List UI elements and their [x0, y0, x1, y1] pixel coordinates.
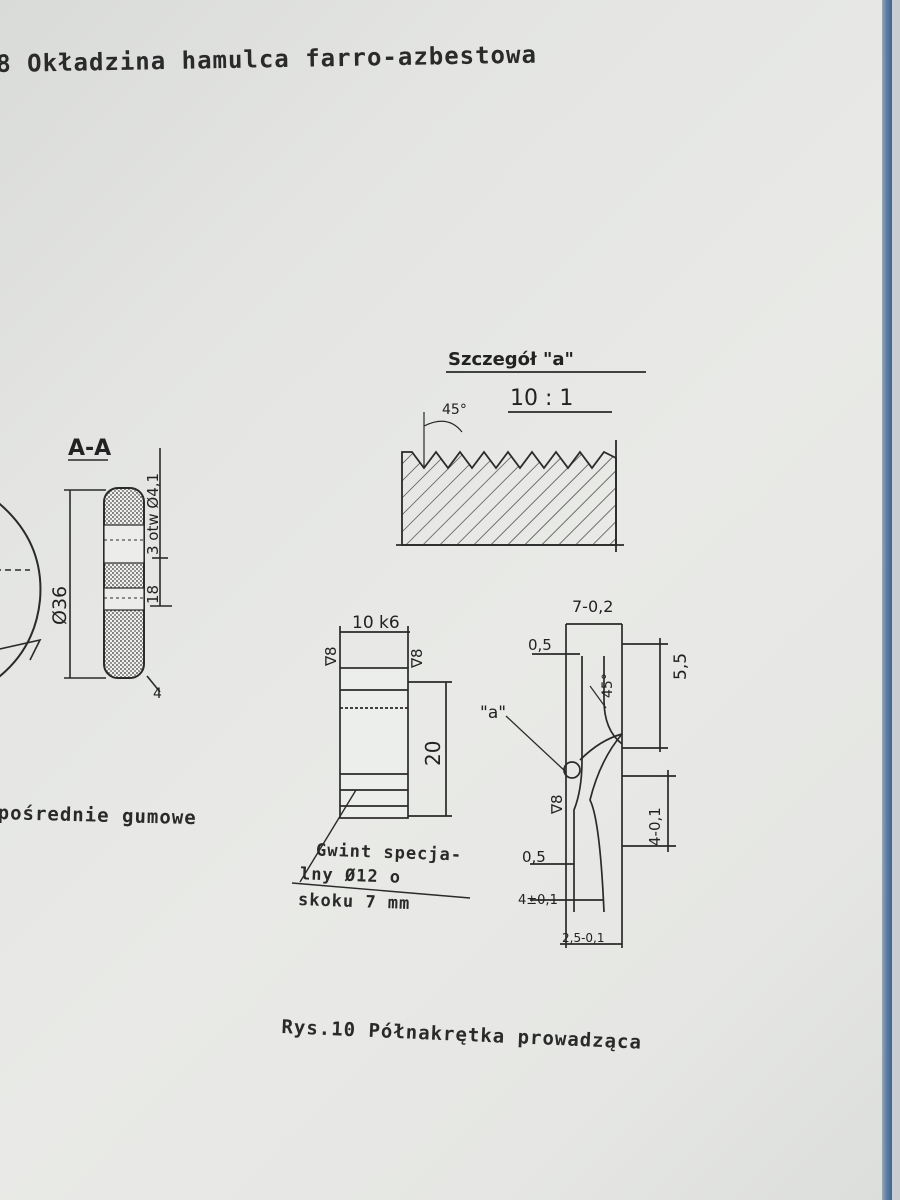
half-nut-view [291, 626, 471, 899]
half-nut-profile [505, 623, 676, 948]
detail-angle: 45° [442, 402, 467, 418]
dim-top: 7-0,2 [572, 597, 613, 616]
thread-note-line2: lny Ø12 o [299, 864, 402, 888]
detail-scale: 10 : 1 [510, 386, 573, 411]
dim-05-top: 0,5 [528, 636, 552, 654]
dim-height: 20 [421, 741, 445, 766]
dim-width: 10 k6 [352, 613, 400, 633]
dim-left-rough: ∇8 [322, 646, 340, 667]
dim-rough: ∇8 [548, 794, 566, 815]
detail-title: Szczegół "a" [448, 349, 574, 370]
dim-45: 45° [600, 673, 616, 698]
dim-small: 18 [144, 585, 162, 604]
dim-25: 2,5-0,1 [562, 931, 605, 945]
section-label: A-A [68, 436, 111, 461]
dim-diameter-36: Ø36 [49, 586, 71, 625]
dim-40: 4-0,1 [646, 807, 664, 846]
dim-bottom: 4 [153, 686, 162, 702]
label-a: "a" [480, 703, 506, 723]
dim-diameter-41: 3 otw Ø4,1 [144, 473, 162, 555]
thread-profile [396, 412, 624, 552]
dim-05-bottom: 0,5 [522, 848, 546, 866]
dim-4: 4±0,1 [518, 893, 558, 908]
left-figure [0, 448, 172, 693]
thread-note-line3: skoku 7 mm [297, 890, 411, 914]
dim-55: 5,5 [671, 653, 691, 680]
dim-right-rough: ∇8 [408, 648, 426, 669]
page-edge-shadow [882, 0, 892, 1200]
